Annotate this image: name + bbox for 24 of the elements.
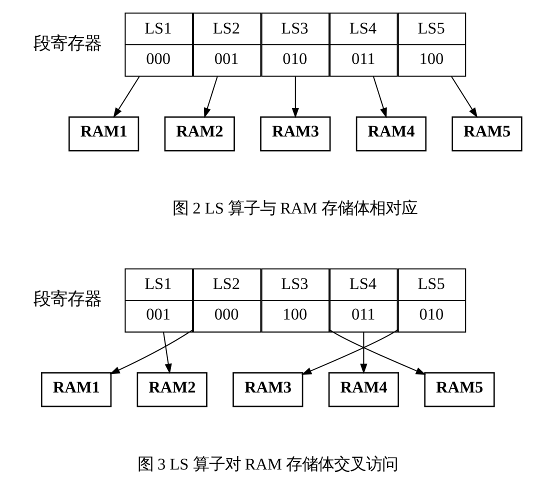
node-box: RAM3: [260, 116, 330, 151]
node-box: RAM2: [164, 116, 234, 151]
node-box: RAM2: [136, 372, 207, 407]
arrow: [450, 76, 478, 118]
node-box: RAM1: [40, 372, 112, 407]
arrow: [162, 332, 172, 374]
arrow: [291, 76, 298, 118]
node-box: RAM4: [328, 372, 398, 407]
node-box: RAM4: [355, 116, 426, 151]
arrow: [328, 328, 426, 374]
arrow: [112, 76, 140, 118]
label: 段寄存器: [32, 33, 101, 52]
arrow: [203, 76, 218, 118]
node-box: RAM5: [424, 372, 494, 407]
label: 图 2 LS 算子与 RAM 存储体相对应: [172, 198, 417, 218]
arrow: [360, 332, 367, 374]
arrow: [372, 76, 386, 118]
arrow: [109, 328, 194, 374]
label: 段寄存器: [32, 289, 101, 308]
arrow: [300, 328, 398, 374]
node-box: RAM3: [232, 372, 303, 407]
node-box: RAM5: [451, 116, 522, 151]
node-box: RAM1: [68, 116, 139, 151]
label: 图 3 LS 算子对 RAM 存储体交叉访问: [136, 454, 398, 473]
